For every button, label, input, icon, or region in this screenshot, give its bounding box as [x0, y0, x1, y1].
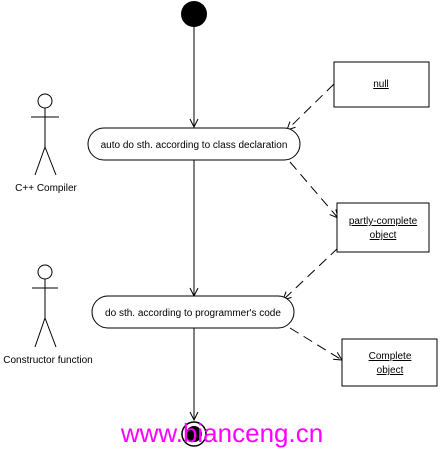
- flow-partly-to-programmer: [283, 247, 339, 300]
- object-partly-complete: partly-complete object: [336, 202, 430, 253]
- object-partly-label-line1: partly-complete: [349, 216, 418, 227]
- flow-programmer-to-complete: [289, 327, 342, 360]
- flow-null-to-auto: [287, 83, 335, 130]
- flow-auto-to-partly: [289, 161, 338, 218]
- actor-cpp-compiler: [31, 93, 59, 176]
- object-complete-label-line2: object: [377, 365, 404, 376]
- actor-constructor-function: [32, 264, 58, 348]
- actor-constructor-label: Constructor function: [3, 355, 93, 366]
- object-null-label: null: [373, 79, 389, 90]
- object-complete: Complete object: [341, 338, 438, 387]
- object-complete-label-line1: Complete: [369, 351, 412, 362]
- action-programmer-label: do sth. according to programmer's code: [105, 308, 281, 319]
- start-node: [181, 1, 207, 27]
- end-node: [181, 421, 207, 447]
- action-auto-declaration: auto do sth. according to class declarat…: [87, 127, 301, 161]
- action-programmer-code: do sth. according to programmer's code: [91, 295, 295, 329]
- object-partly-label-line2: object: [370, 230, 397, 241]
- object-null: null: [333, 61, 430, 108]
- actor-constructor-head: [37, 264, 53, 280]
- actor-compiler-head: [37, 93, 53, 109]
- watermark-text: www.bianceng.cn: [120, 418, 323, 448]
- actor-compiler-label: C++ Compiler: [15, 183, 77, 194]
- action-auto-label: auto do sth. according to class declarat…: [101, 140, 288, 151]
